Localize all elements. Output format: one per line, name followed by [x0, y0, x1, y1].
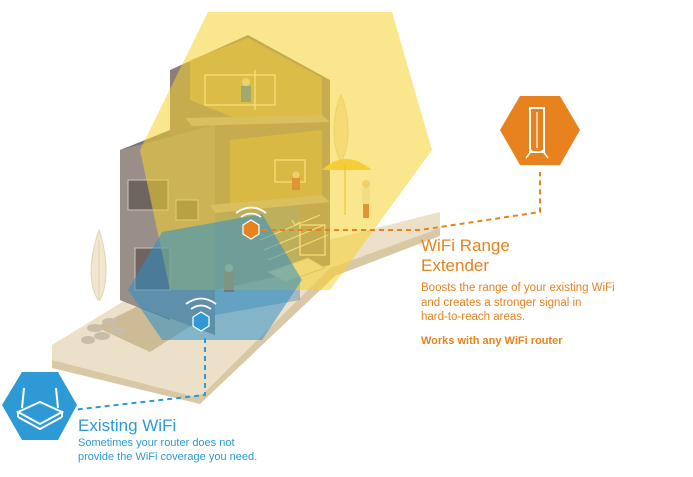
extender-title: WiFi Range Extender	[421, 236, 571, 276]
extender-desc-line2: and creates a stronger signal in	[421, 296, 651, 311]
existing-wifi-title: Existing WiFi	[78, 416, 176, 436]
shrub-left	[91, 230, 106, 300]
existing-wifi-description: Sometimes your router does not provide t…	[78, 436, 308, 464]
range-extender-icon	[500, 96, 580, 165]
existing-desc-line1: Sometimes your router does not	[78, 436, 308, 450]
router-icon	[2, 372, 77, 440]
extender-desc-line1: Boosts the range of your existing WiFi	[421, 281, 651, 296]
extender-desc-line3: hard-to-reach areas.	[421, 310, 651, 325]
extender-description: Boosts the range of your existing WiFi a…	[421, 281, 651, 325]
extender-title-line1: WiFi Range	[421, 236, 571, 256]
extender-note: Works with any WiFi router	[421, 335, 563, 347]
extender-title-line2: Extender	[421, 256, 571, 276]
existing-desc-line2: provide the WiFi coverage you need.	[78, 450, 308, 464]
